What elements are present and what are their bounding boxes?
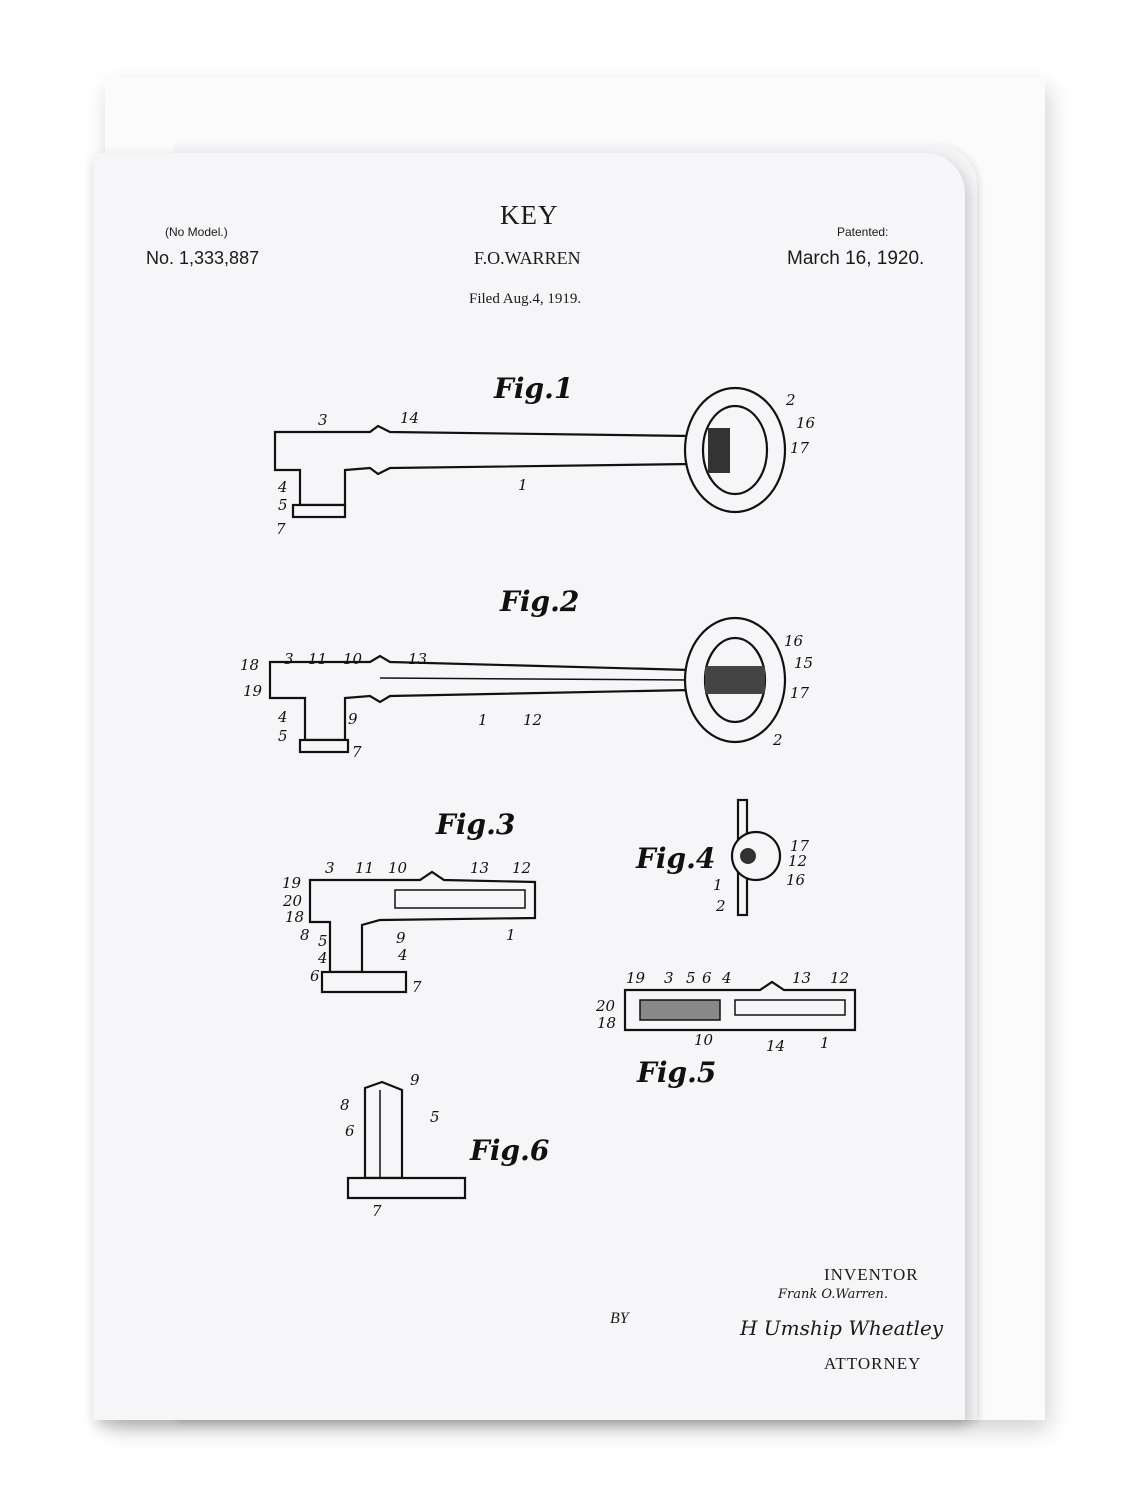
part-number-label: 5 xyxy=(278,727,288,745)
figure-label: Fig.3 xyxy=(435,808,515,841)
by-label: BY xyxy=(610,1310,629,1327)
part-number-label: 3 xyxy=(664,969,674,987)
part-number-label: 4 xyxy=(397,946,408,964)
part-number-label: 2 xyxy=(715,897,726,915)
part-number-label: 9 xyxy=(396,929,406,947)
part-number-label: 17 xyxy=(790,837,810,855)
part-number-label: 18 xyxy=(285,908,304,926)
part-number-label: 13 xyxy=(470,859,489,877)
inventor-name: F.O.WARREN xyxy=(474,248,581,268)
part-number-label: 19 xyxy=(282,874,302,892)
part-number-label: 1 xyxy=(506,926,516,944)
part-number-label: 18 xyxy=(240,656,259,674)
part-number-label: 10 xyxy=(694,1031,714,1049)
part-number-label: 11 xyxy=(355,859,374,877)
figure-6: Fig.6 9 8 5 6 7 xyxy=(340,1071,549,1220)
part-number-label: 6 xyxy=(345,1122,355,1140)
part-number-label: 5 xyxy=(430,1108,440,1126)
part-number-label: 3 xyxy=(325,859,335,877)
inventor-label: INVENTOR xyxy=(824,1265,919,1284)
part-number-label: 17 xyxy=(790,684,810,702)
no-model-label: (No Model.) xyxy=(165,225,228,239)
part-number-label: 5 xyxy=(278,496,288,514)
part-number-label: 13 xyxy=(792,969,811,987)
part-number-label: 11 xyxy=(308,650,327,668)
figure-3: Fig.3 3 11 10 13 12 19 20 18 8 5 4 6 9 4… xyxy=(282,808,537,996)
part-number-label: 14 xyxy=(400,409,419,427)
part-number-label: 12 xyxy=(788,852,807,870)
part-number-label: 18 xyxy=(597,1014,616,1032)
part-number-label: 4 xyxy=(277,708,288,726)
figure-5: Fig.5 19 3 5 6 4 13 12 20 18 10 14 1 xyxy=(595,969,857,1089)
part-number-label: 20 xyxy=(282,892,303,910)
patented-date: March 16, 1920. xyxy=(787,248,925,269)
part-number-label: 15 xyxy=(794,654,813,672)
part-number-label: 9 xyxy=(410,1071,420,1089)
figure-label: Fig.2 xyxy=(499,585,579,618)
part-number-label: 4 xyxy=(277,478,288,496)
part-number-label: 16 xyxy=(796,414,816,432)
part-number-label: 4 xyxy=(721,969,732,987)
part-number-label: 13 xyxy=(408,650,427,668)
part-number-label: 1 xyxy=(518,476,528,494)
part-number-label: 1 xyxy=(713,876,723,894)
part-number-label: 16 xyxy=(784,632,804,650)
part-number-label: 8 xyxy=(300,926,310,944)
part-number-label: 9 xyxy=(348,710,358,728)
figure-4: Fig.4 17 12 1 16 2 xyxy=(635,798,810,917)
part-number-label: 12 xyxy=(523,711,542,729)
part-number-label: 20 xyxy=(595,997,616,1015)
patent-number: No. 1,333,887 xyxy=(146,248,260,268)
part-number-label: 5 xyxy=(686,969,696,987)
part-number-label: 6 xyxy=(702,969,712,987)
part-number-label: 2 xyxy=(772,731,783,749)
figure-1: Fig.1 3 14 2 16 17 4 5 7 1 xyxy=(273,372,816,538)
figure-label: Fig.6 xyxy=(469,1134,549,1167)
part-number-label: 1 xyxy=(820,1034,830,1052)
part-number-label: 12 xyxy=(512,859,531,877)
part-number-label: 7 xyxy=(412,978,422,996)
part-number-label: 5 xyxy=(318,932,328,950)
part-number-label: 1 xyxy=(478,711,488,729)
greeting-card xyxy=(93,153,965,1420)
part-number-label: 12 xyxy=(830,969,849,987)
attorney-label: ATTORNEY xyxy=(824,1354,922,1373)
figure-label: Fig.5 xyxy=(636,1056,716,1089)
part-number-label: 8 xyxy=(340,1096,350,1114)
inventor-signature: Frank O.Warren. xyxy=(778,1287,889,1302)
figure-label: Fig.4 xyxy=(635,842,715,875)
part-number-label: 17 xyxy=(790,439,810,457)
part-number-label: 3 xyxy=(318,411,328,429)
filed-date: Filed Aug.4, 1919. xyxy=(469,291,582,307)
attorney-signature: H Umship Wheatley xyxy=(740,1316,944,1340)
patent-title: KEY xyxy=(500,200,559,230)
part-number-label: 2 xyxy=(785,391,796,409)
part-number-label: 6 xyxy=(310,967,320,985)
part-number-label: 7 xyxy=(276,520,286,538)
part-number-label: 3 xyxy=(284,650,294,668)
patented-label: Patented: xyxy=(837,225,889,239)
part-number-label: 19 xyxy=(243,682,263,700)
figure-label: Fig.1 xyxy=(493,372,573,405)
part-number-label: 7 xyxy=(352,743,362,761)
part-number-label: 10 xyxy=(388,859,408,877)
part-number-label: 7 xyxy=(372,1202,382,1220)
part-number-label: 16 xyxy=(786,871,806,889)
part-number-label: 10 xyxy=(343,650,363,668)
figure-2: Fig.2 18 3 11 10 13 19 4 5 9 1 12 7 16 1… xyxy=(240,585,813,761)
part-number-label: 14 xyxy=(766,1037,785,1055)
part-number-label: 19 xyxy=(626,969,646,987)
part-number-label: 4 xyxy=(317,949,328,967)
